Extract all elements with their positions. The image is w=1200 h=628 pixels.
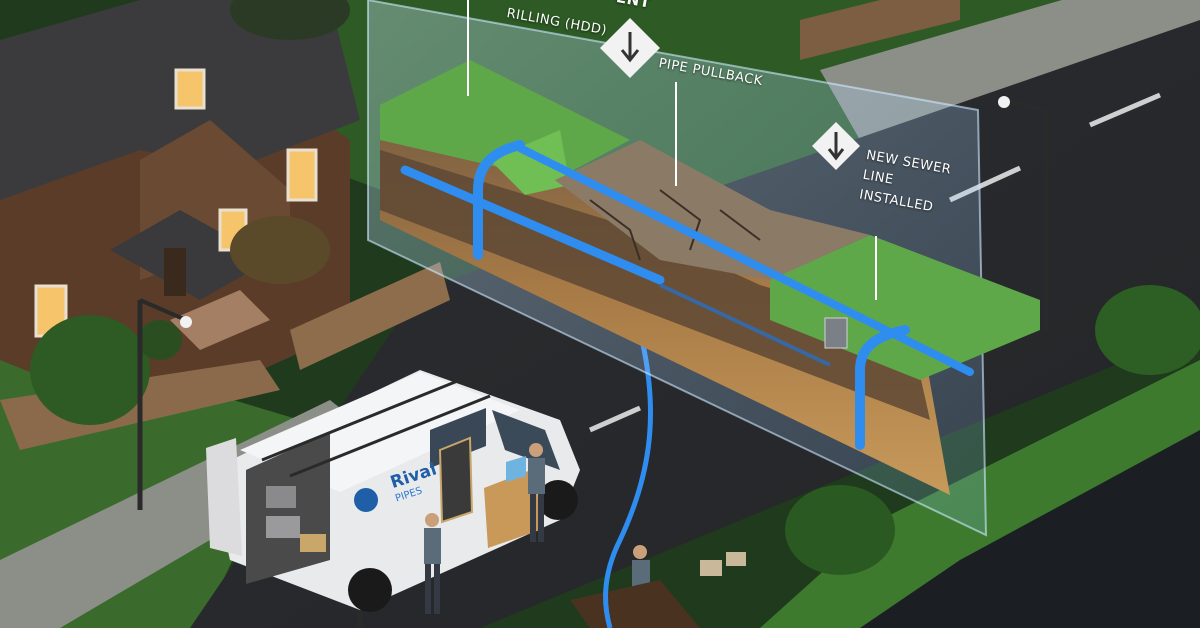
worker	[528, 443, 545, 542]
laptop-icon	[506, 456, 526, 482]
service-van	[206, 370, 580, 612]
rock-cracks	[589, 189, 761, 261]
supply-box	[700, 560, 722, 576]
road-lane-mark	[1089, 92, 1161, 128]
house-window	[286, 148, 318, 202]
pipe-hose	[603, 339, 654, 628]
worker	[424, 513, 441, 614]
street-lamp	[998, 96, 1049, 330]
porch-steps	[170, 290, 270, 350]
grass-patch-left-front	[490, 130, 570, 195]
arrow-down-badge-icon	[600, 18, 660, 78]
shrub	[1095, 285, 1200, 375]
road-lane-mark	[588, 405, 642, 433]
van-windshield	[492, 410, 560, 470]
arrow-down-badge-icon	[812, 122, 860, 170]
shrub	[230, 216, 330, 284]
grass-patch-left	[380, 60, 630, 180]
van-rear-door	[206, 438, 242, 556]
house-window	[174, 68, 206, 110]
van-wheel	[348, 568, 392, 612]
pipe-lower	[659, 283, 831, 367]
van-cargo-box	[266, 516, 300, 538]
van-cargo-box	[266, 486, 296, 508]
rival-logo-icon	[354, 488, 378, 512]
street-lamp	[137, 298, 192, 510]
house-door	[164, 248, 186, 296]
pipe-riser-right	[855, 325, 910, 450]
junction-box	[824, 317, 848, 349]
fence-back	[800, 0, 960, 60]
van-cargo-box	[300, 534, 326, 552]
shrub	[785, 485, 895, 575]
pipe-main	[400, 165, 665, 285]
work-table	[484, 468, 540, 548]
shrub	[138, 320, 182, 360]
pipe-riser-left	[473, 140, 525, 260]
rock-region	[555, 140, 870, 280]
van-roof-rack	[261, 378, 461, 462]
road-right-lower	[860, 430, 1200, 628]
shrub	[30, 315, 150, 425]
van-wheel	[538, 480, 578, 520]
equipment-rack	[438, 436, 474, 524]
house-porch-roof	[110, 210, 270, 300]
excavation-pit	[570, 580, 700, 628]
supply-box	[726, 552, 746, 566]
van-roof-rack	[289, 394, 491, 478]
fence-front	[290, 262, 450, 370]
tree-canopy	[230, 0, 350, 40]
